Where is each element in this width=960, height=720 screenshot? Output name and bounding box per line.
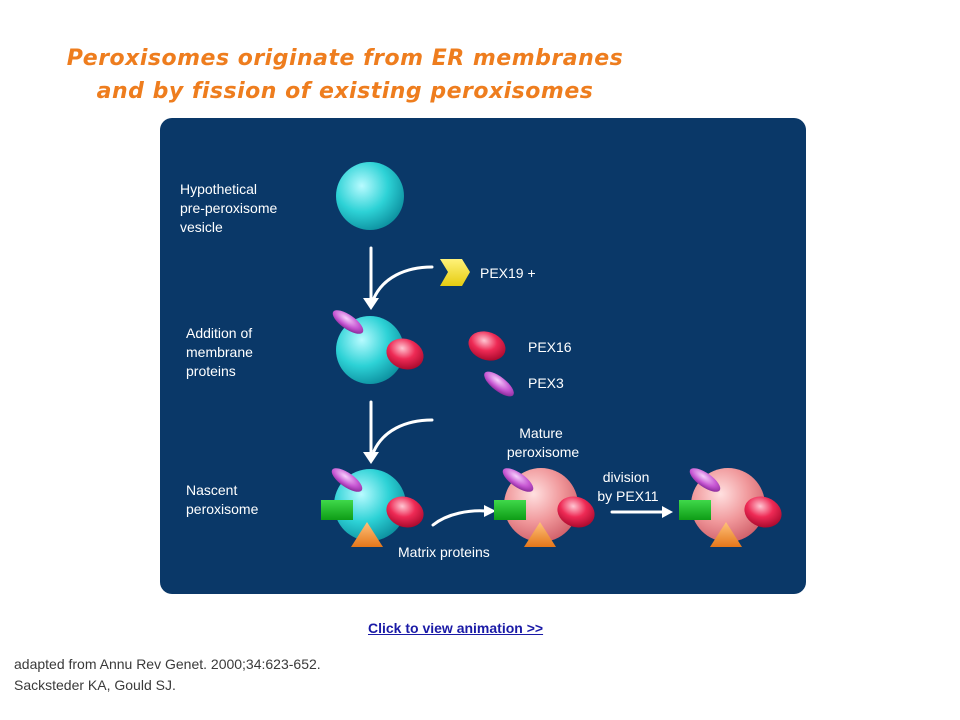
arrowhead-1 [363,298,379,310]
label-pex16: PEX16 [528,339,572,355]
arrow-curve-1 [372,265,434,300]
label-addition: Addition of membrane proteins [186,325,257,379]
label-vesicle: Hypothetical pre-peroxisome vesicle [180,181,281,235]
title-line-1: Peroxisomes originate from ER membranes [66,46,624,71]
credit-line-2: Sacksteder KA, Gould SJ. [14,677,176,693]
label-nascent: Nascent peroxisome [186,482,259,517]
pex19-chevron-icon [440,259,470,286]
arrow-curve-3 [431,509,488,527]
pex16-protein [386,338,424,370]
label-matrix-proteins: Matrix proteins [398,544,490,560]
arrowhead-2 [363,452,379,464]
view-animation-link[interactable]: Click to view animation >> [368,620,544,636]
mature-peroxisome [494,468,595,547]
pex16-legend-icon [468,331,506,361]
label-pex19: PEX19 + [480,265,536,281]
arrow-curve-2 [372,418,434,453]
label-mature: Mature peroxisome [507,425,580,460]
pre-peroxisome-vesicle [336,162,404,230]
vesicle-with-membrane-proteins [336,316,404,384]
nascent-peroxisome [321,468,424,547]
pex3-legend-icon [484,371,514,397]
pex3-protein [332,310,364,334]
slide-title: Peroxisomes originate from ER membranes … [0,42,690,108]
source-credit: adapted from Annu Rev Genet. 2000;34:623… [14,654,321,696]
label-division: division by PEX11 [597,469,658,504]
arrowhead-division [662,506,673,518]
label-pex3: PEX3 [528,375,564,391]
credit-line-1: adapted from Annu Rev Genet. 2000;34:623… [14,656,321,672]
title-line-2: and by fission of existing peroxisomes [96,79,594,104]
arrowhead-3 [484,505,496,517]
divided-peroxisome [679,468,782,547]
